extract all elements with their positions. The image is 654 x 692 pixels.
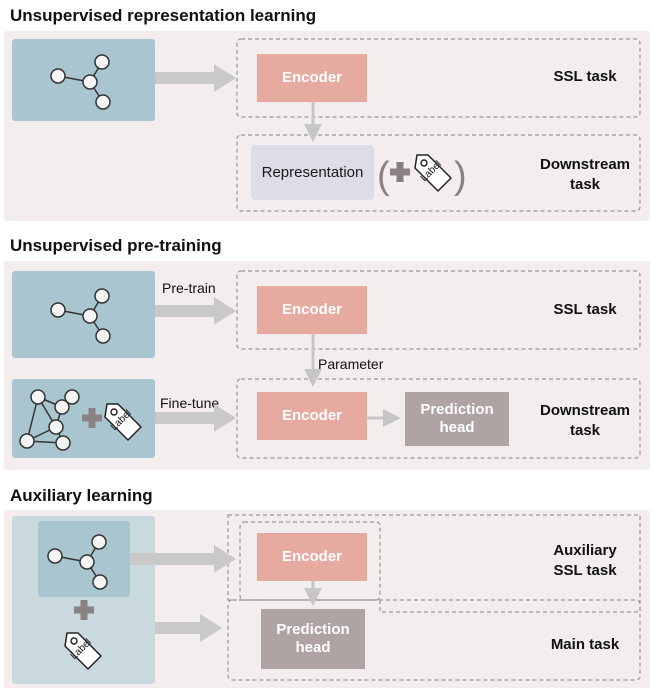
graph-with-label-panel xyxy=(12,379,155,458)
downstream-task-label: Downstream task xyxy=(539,402,631,439)
ssl-task-label: SSL task xyxy=(553,68,617,85)
encoder-box: Encoder xyxy=(257,54,367,102)
auxiliary-ssl-task-label: Auxiliary SSL task xyxy=(553,542,617,579)
section-title-auxiliary: Auxiliary learning xyxy=(10,486,153,505)
encoder-box-pretrain: Encoder xyxy=(257,286,367,334)
main-task-label: Main task xyxy=(550,636,620,653)
finetune-arrow-label: Fine-tune xyxy=(160,395,220,411)
section-title-representation: Unsupervised representation learning xyxy=(10,6,317,25)
ssl-task-label: SSL task xyxy=(553,301,617,318)
graph-input-panel xyxy=(12,271,155,358)
graph-input-panel xyxy=(38,521,130,597)
parameter-arrow-label: Parameter xyxy=(318,356,384,372)
downstream-task-label: Downstream task xyxy=(539,156,631,193)
section-title-pretraining: Unsupervised pre-training xyxy=(10,236,222,255)
pretrain-arrow-label: Pre-train xyxy=(162,280,216,296)
encoder-box-auxiliary: Encoder xyxy=(257,533,367,581)
prediction-head-box-main: Prediction head xyxy=(261,609,365,669)
representation-box: Representation xyxy=(251,145,374,200)
graph-input-panel xyxy=(12,39,155,121)
encoder-box-finetune: Encoder xyxy=(257,392,367,440)
prediction-head-box: Prediction head xyxy=(405,392,509,446)
